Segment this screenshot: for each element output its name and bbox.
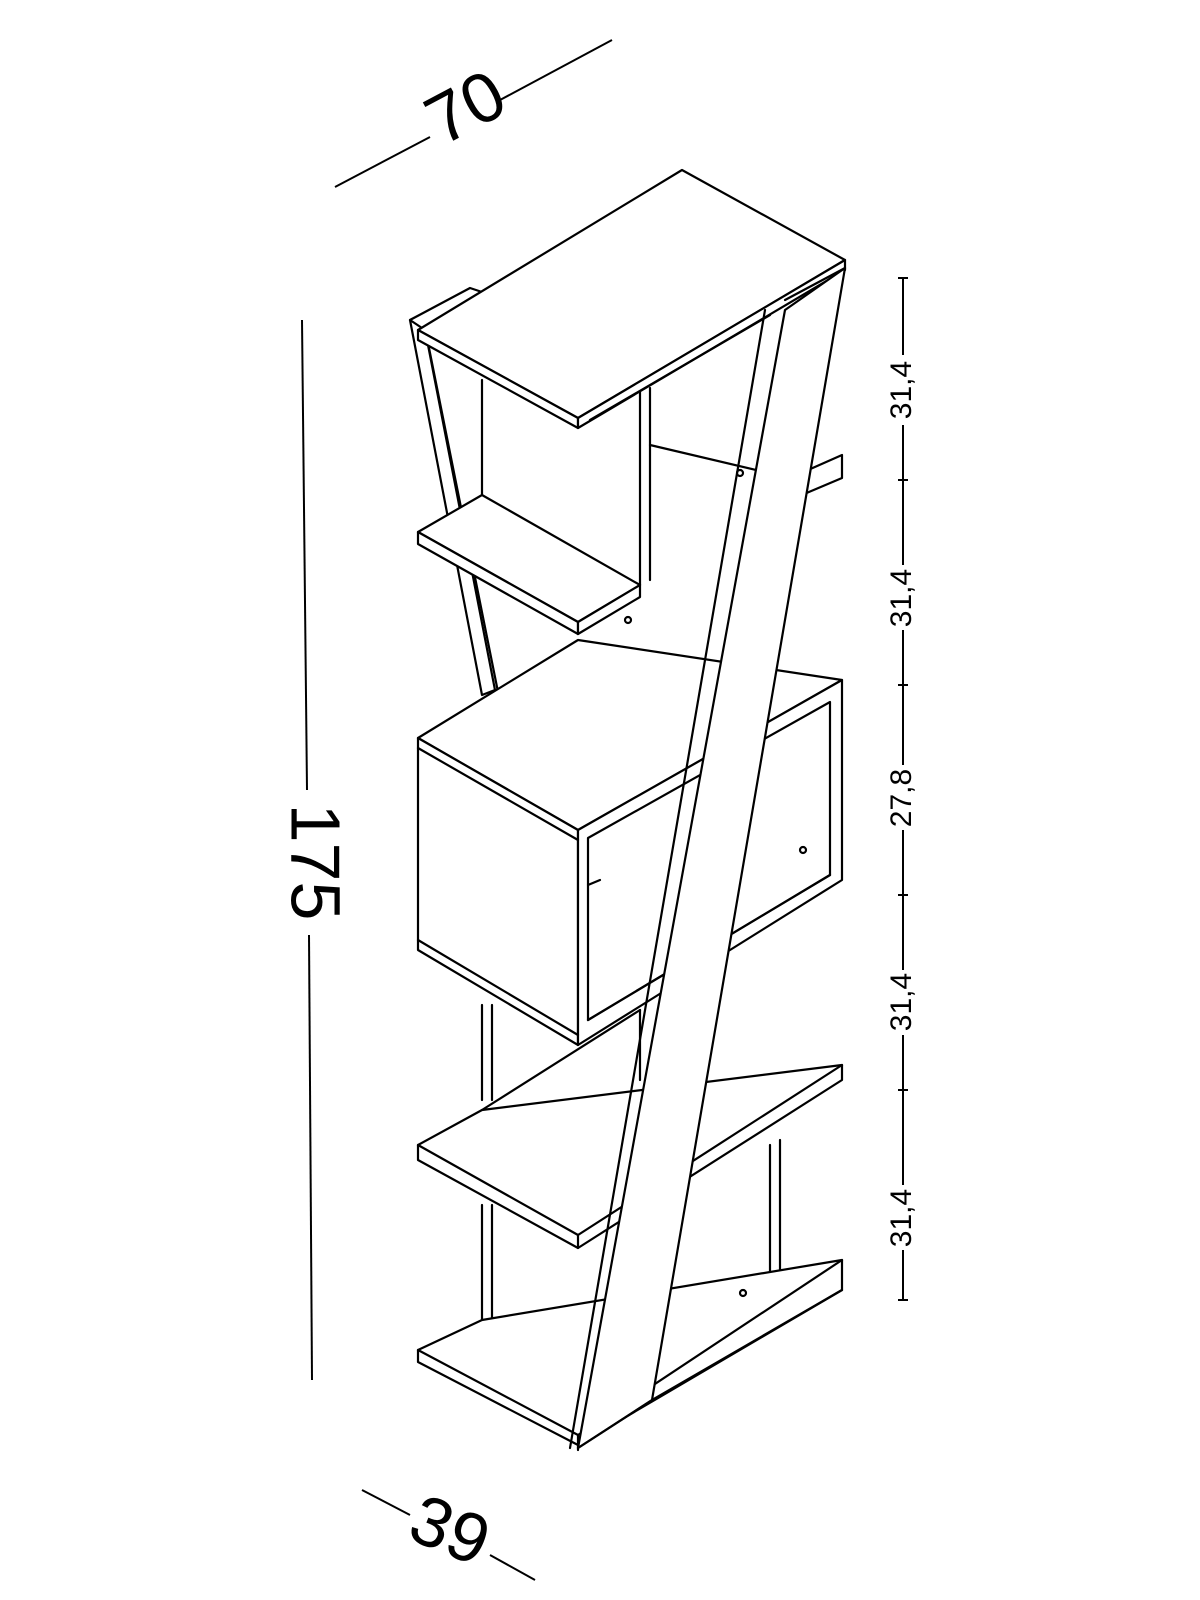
spacing-label-3: 27,8 <box>885 769 918 827</box>
depth-label: 39 <box>399 1479 500 1580</box>
height-label: 175 <box>277 804 355 921</box>
depth-dimension: 39 <box>361 1479 536 1581</box>
width-dimension: 70 <box>334 39 613 188</box>
width-label: 70 <box>413 54 518 159</box>
bookshelf-illustration <box>408 168 847 1452</box>
spacing-label-2: 31,4 <box>885 569 918 627</box>
spacing-label-1: 31,4 <box>885 361 918 419</box>
spacing-label-4: 31,4 <box>885 973 918 1031</box>
height-dimension: 175 <box>277 319 355 1381</box>
top-shelf <box>416 168 847 430</box>
spacing-label-5: 31,4 <box>885 1189 918 1247</box>
diagonal-support <box>568 266 847 1450</box>
shelf-spacing-dimensions: 31,4 31,4 27,8 31,4 31,4 <box>885 277 918 1301</box>
middle-cube <box>416 638 844 1047</box>
